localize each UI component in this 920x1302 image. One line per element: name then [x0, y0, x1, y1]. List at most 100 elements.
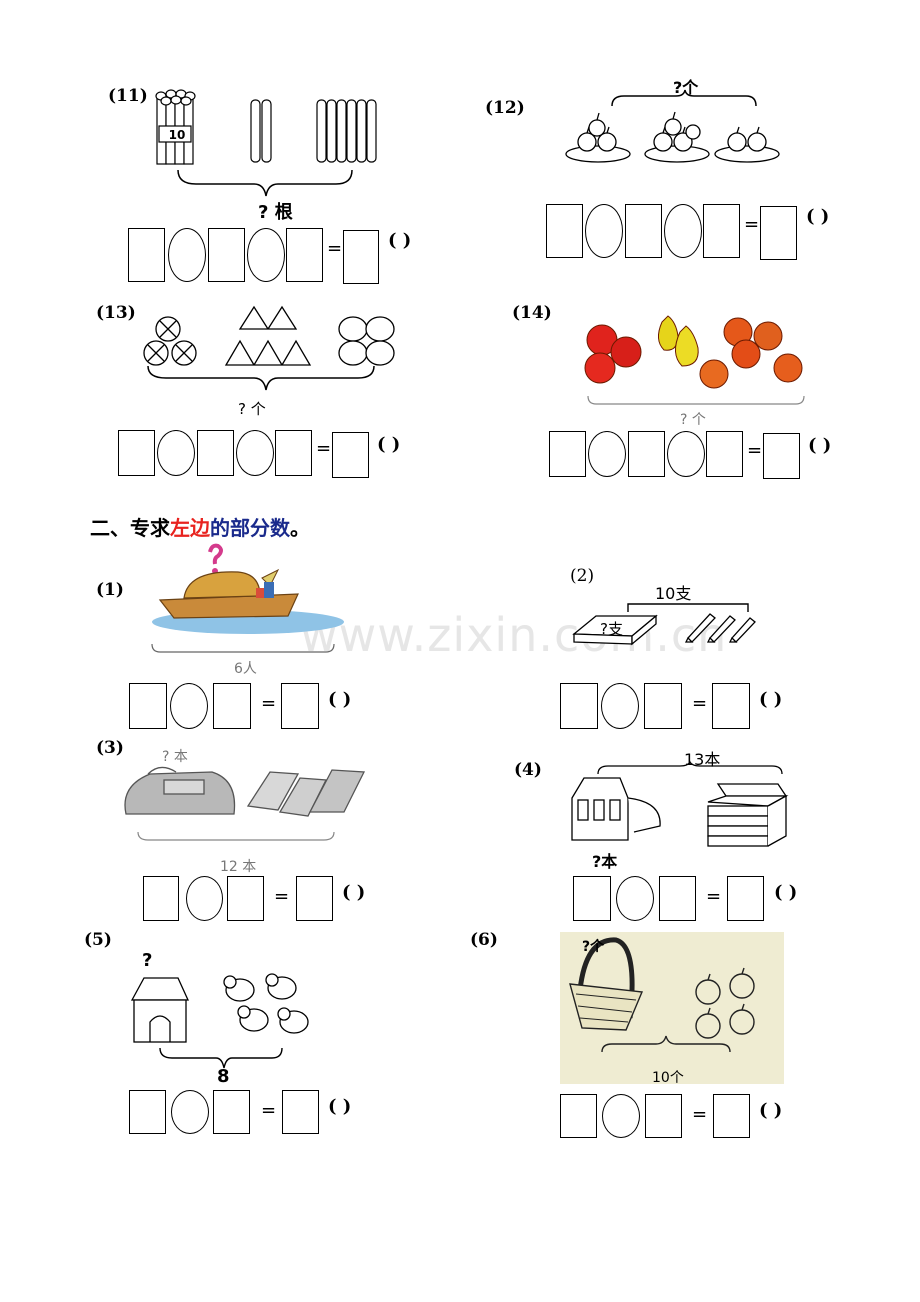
unit-paren[interactable]: ( ) — [808, 435, 832, 456]
boat-illustration — [152, 543, 344, 634]
problem-number: (5) — [84, 930, 112, 950]
sticks-illustration — [155, 89, 377, 165]
fruits-illustration — [584, 315, 803, 389]
total-label: 10支 — [655, 584, 692, 603]
answer-box[interactable] — [282, 1090, 319, 1134]
operator-circle[interactable] — [171, 1090, 209, 1134]
equals-sign: = — [274, 886, 290, 907]
unknown-label: ? 根 — [258, 202, 293, 223]
answer-box[interactable] — [343, 230, 379, 284]
six-sticks-icon — [316, 99, 377, 163]
operator-circle[interactable] — [186, 876, 223, 921]
problem-number: (4) — [514, 760, 542, 780]
answer-box[interactable] — [644, 683, 682, 729]
answer-box[interactable] — [286, 228, 323, 282]
brace — [151, 643, 335, 653]
unknown-label: ?个 — [673, 78, 699, 97]
problem-number: (13) — [96, 303, 136, 323]
problem-number: (1) — [96, 580, 124, 600]
total-label: 10个 — [652, 1070, 684, 1086]
answer-box[interactable] — [118, 430, 155, 476]
unknown-label: ? 个 — [680, 412, 706, 428]
answer-box[interactable] — [560, 1094, 597, 1138]
bag-and-books-illustration — [124, 766, 366, 817]
problem-number: (6) — [470, 930, 498, 950]
equals-sign: = — [747, 440, 763, 461]
brace — [147, 365, 375, 391]
unit-paren[interactable]: ( ) — [328, 1096, 352, 1117]
answer-box[interactable] — [712, 683, 750, 729]
operator-circle[interactable] — [602, 1094, 640, 1138]
answer-box[interactable] — [275, 430, 312, 476]
equals-sign: = — [316, 438, 332, 459]
brace — [611, 89, 757, 107]
answer-box[interactable] — [713, 1094, 750, 1138]
unit-paren[interactable]: ( ) — [388, 230, 412, 251]
answer-box[interactable] — [332, 432, 369, 478]
answer-box[interactable] — [703, 204, 740, 258]
unit-paren[interactable]: ( ) — [806, 206, 830, 227]
answer-box[interactable] — [213, 1090, 250, 1134]
problem-number: (3) — [96, 738, 124, 758]
answer-box[interactable] — [645, 1094, 682, 1138]
operator-circle[interactable] — [247, 228, 285, 282]
answer-box[interactable] — [129, 1090, 166, 1134]
unit-paren[interactable]: ( ) — [759, 1100, 783, 1121]
answer-box[interactable] — [296, 876, 333, 921]
unit-paren[interactable]: ( ) — [342, 882, 366, 903]
equals-sign: = — [692, 693, 708, 714]
problem-number: (2) — [570, 566, 595, 586]
bundle-label: 10 — [168, 128, 186, 142]
part-label: ? — [142, 950, 153, 971]
unit-paren[interactable]: ( ) — [774, 882, 798, 903]
two-sticks-icon — [250, 99, 272, 163]
answer-box[interactable] — [128, 228, 165, 282]
answer-box[interactable] — [213, 683, 251, 729]
answer-box[interactable] — [763, 433, 800, 479]
operator-circle[interactable] — [236, 430, 274, 476]
basket-and-apples-illustration — [569, 937, 755, 1053]
answer-box[interactable] — [573, 876, 611, 921]
operator-circle[interactable] — [601, 683, 639, 729]
operator-circle[interactable] — [616, 876, 654, 921]
operator-circle[interactable] — [585, 204, 623, 258]
operator-circle[interactable] — [664, 204, 702, 258]
answer-box[interactable] — [197, 430, 234, 476]
pears-on-plates-illustration — [565, 111, 780, 163]
part-label: ?支 — [600, 620, 623, 638]
unit-paren[interactable]: ( ) — [377, 434, 401, 455]
answer-box[interactable] — [727, 876, 764, 921]
answer-box[interactable] — [560, 683, 598, 729]
answer-box[interactable] — [706, 431, 743, 477]
answer-box[interactable] — [760, 206, 797, 260]
operator-circle[interactable] — [170, 683, 208, 729]
answer-box[interactable] — [143, 876, 179, 921]
answer-box[interactable] — [129, 683, 167, 729]
operator-circle[interactable] — [168, 228, 206, 282]
unit-paren[interactable]: ( ) — [759, 689, 783, 710]
answer-box[interactable] — [628, 431, 665, 477]
unit-paren[interactable]: ( ) — [328, 689, 352, 710]
heading-left: 左边 — [170, 516, 210, 540]
brace — [159, 1047, 283, 1069]
heading-suffix: 。 — [290, 516, 310, 540]
answer-box[interactable] — [208, 228, 245, 282]
total-label: 8 — [217, 1066, 230, 1087]
answer-box[interactable] — [546, 204, 583, 258]
equals-sign: = — [706, 886, 722, 907]
brace — [177, 169, 353, 197]
operator-circle[interactable] — [157, 430, 195, 476]
brace — [627, 603, 749, 612]
operator-circle[interactable] — [588, 431, 626, 477]
heading-mid: 的 — [210, 516, 230, 540]
shapes-illustration — [143, 305, 395, 366]
answer-box[interactable] — [281, 683, 319, 729]
answer-box[interactable] — [549, 431, 586, 477]
answer-box[interactable] — [625, 204, 662, 258]
answer-box[interactable] — [227, 876, 264, 921]
operator-circle[interactable] — [667, 431, 705, 477]
answer-box[interactable] — [659, 876, 696, 921]
unknown-label: ? 个 — [238, 400, 266, 418]
brace — [597, 760, 783, 775]
bag-and-books-illustration — [571, 777, 789, 847]
